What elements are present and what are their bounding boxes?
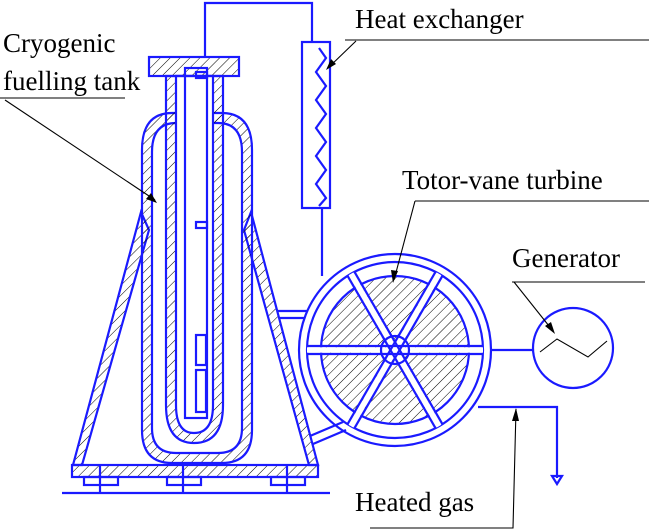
label-turbine: Totor-vane turbine [391,165,649,283]
svg-text:Heated gas: Heated gas [355,487,474,517]
support-feet [82,465,307,492]
label-generator: Generator [512,243,645,334]
rotor-vane-turbine [297,252,493,448]
vane-line [353,271,444,425]
vane-line [346,271,437,425]
label-tank: Cryogenic fuelling tank [0,28,157,203]
cone-support [62,208,330,495]
label-heated-gas: Heated gas [355,408,519,529]
svg-text:fuelling tank: fuelling tank [3,66,141,96]
svg-text:Cryogenic: Cryogenic [3,28,115,58]
cryogenic-fuelling-tank [147,55,241,445]
turbine-vanes [307,271,483,429]
outlet-arrow-icon [550,474,564,487]
top-flange [147,55,241,78]
heat-exchanger [300,40,332,210]
vane-line [353,275,444,429]
svg-text:Heat exchanger: Heat exchanger [355,4,524,34]
pipe-to-heat-exchanger [203,1,314,57]
svg-text:Generator: Generator [512,243,620,273]
inner-rod [183,66,209,420]
svg-text:Totor-vane turbine: Totor-vane turbine [402,165,603,195]
vane-line [346,275,437,429]
turbine-hub [379,334,411,366]
label-heat-exchanger: Heat exchanger [326,4,649,70]
heated-gas-pipe [478,405,559,478]
generator [531,306,615,390]
vane [307,347,483,353]
